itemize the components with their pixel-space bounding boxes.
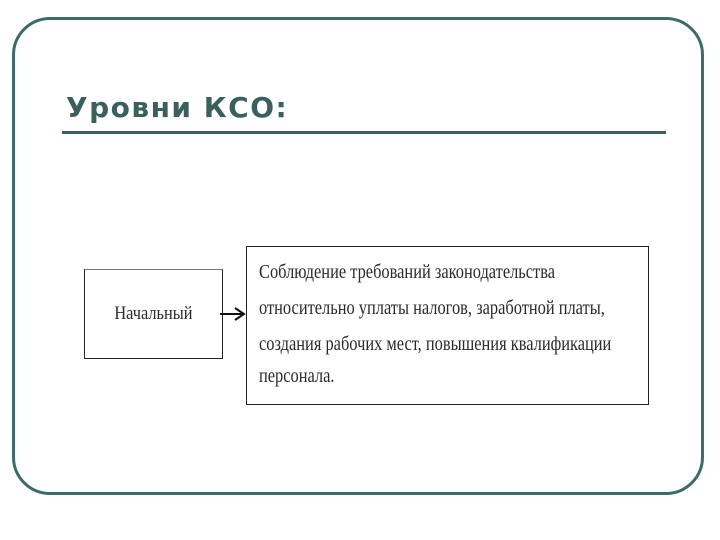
level-label: Начальный — [114, 303, 193, 324]
description-line-2: относительно уплаты налогов, заработной … — [259, 297, 605, 319]
level-description-box: Соблюдение требований законодательства о… — [246, 246, 649, 405]
level-box-initial: Начальный — [84, 269, 223, 359]
description-line-3: создания рабочих мест, повышения квалифи… — [259, 333, 612, 355]
title-underline — [62, 131, 666, 134]
description-line-4: персонала. — [259, 365, 335, 387]
slide-frame — [12, 17, 704, 495]
slide-title: Уровни КСО: — [66, 91, 289, 124]
description-line-1: Соблюдение требований законодательства — [259, 261, 556, 283]
right-arrow-icon — [220, 307, 246, 321]
